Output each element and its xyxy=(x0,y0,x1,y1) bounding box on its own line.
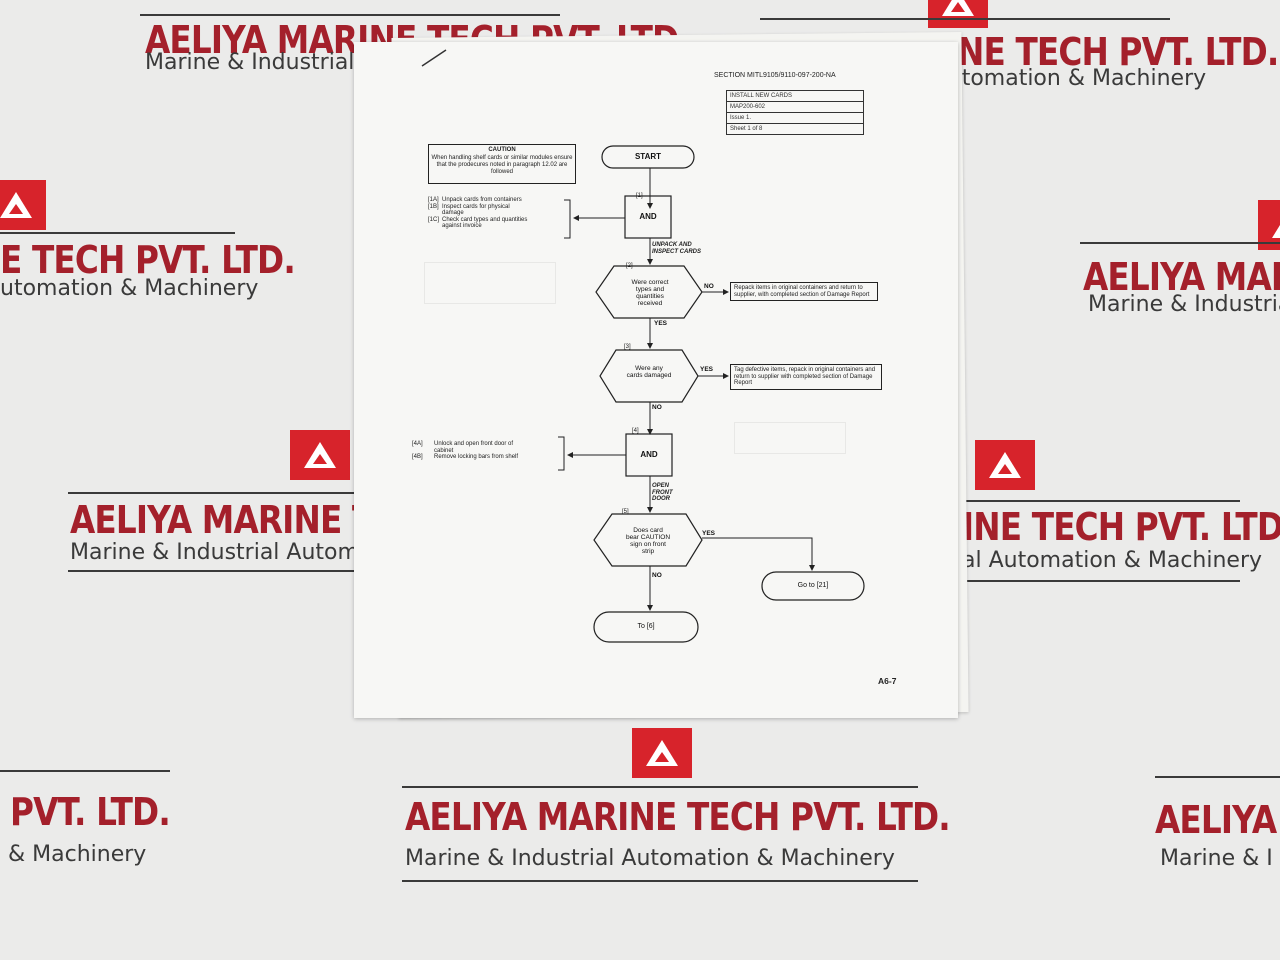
step4-caption: OPEN FRONT DOOR xyxy=(652,483,673,502)
info-row: Sheet 1 of 8 xyxy=(730,126,763,132)
watermark-company: AELIYA MARIN xyxy=(1083,255,1280,299)
watermark-rule xyxy=(0,232,235,234)
watermark-rule xyxy=(1155,776,1280,778)
edge-label-no: NO xyxy=(652,572,662,579)
watermark-rule xyxy=(960,500,1240,502)
action-box-tag: Tag defective items, repack in original … xyxy=(730,364,882,390)
step-number: [4] xyxy=(632,428,639,434)
decision2-text: Were correct types and quantities receiv… xyxy=(631,279,669,307)
watermark-company: PVT. LTD. xyxy=(10,790,171,834)
flowchart-document: SECTION MITL9105/9110-097-200-NA INSTALL… xyxy=(354,42,958,718)
decision-2 xyxy=(595,265,703,319)
action-box-repack: Repack items in original containers and … xyxy=(730,282,878,301)
list-item: damage xyxy=(442,210,464,216)
pen-mark xyxy=(421,49,447,67)
aeliya-logo-icon xyxy=(632,728,692,778)
to-label: To [6] xyxy=(637,623,655,630)
aeliya-logo-icon xyxy=(1258,200,1280,250)
caution-box: CAUTION When handling shelf cards or sim… xyxy=(428,144,576,184)
watermark-tagline: Marine & Industrial A xyxy=(1088,292,1280,317)
edge-label-yes: YES xyxy=(702,530,716,537)
watermark-rule xyxy=(1080,242,1280,244)
caution-text: When handling shelf cards or similar mod… xyxy=(431,155,573,175)
step4-list: [4A]Unlock and open front door of cabine… xyxy=(412,441,518,461)
watermark-rule xyxy=(960,580,1240,582)
watermark-tagline: al Automation & Machinery xyxy=(962,548,1263,573)
watermark-tagline: utomation & Machinery xyxy=(0,276,259,301)
watermark-tagline: & Machinery xyxy=(8,842,147,867)
list-item: [1B]Inspect cards for physical xyxy=(428,203,510,210)
watermark-rule xyxy=(0,770,170,772)
ghost-box xyxy=(424,262,556,304)
decision-5 xyxy=(593,513,703,567)
and-label: AND xyxy=(640,450,658,459)
decision3-text: Were any cards damaged xyxy=(626,365,672,379)
info-row: MAP200-602 xyxy=(727,102,863,113)
and-box-1 xyxy=(624,195,672,239)
and-label: AND xyxy=(639,212,657,221)
list-item: against invoice xyxy=(442,223,482,229)
list-item: [1A]Unpack cards from containers xyxy=(428,197,522,203)
aeliya-logo-icon xyxy=(928,0,988,28)
ghost-box xyxy=(734,422,846,454)
info-row: Issue 1. xyxy=(727,113,863,124)
watermark-rule xyxy=(760,18,1170,20)
page-number: A6-7 xyxy=(878,676,897,686)
info-row: INSTALL NEW CARDS xyxy=(727,91,863,102)
start-label: START xyxy=(634,152,662,161)
watermark-company: AELIYA I xyxy=(1155,798,1280,842)
aeliya-logo-icon xyxy=(975,440,1035,490)
watermark-company: E TECH PVT. LTD. xyxy=(0,238,296,282)
step-number: [2] xyxy=(626,263,633,269)
watermark-company: INE TECH PVT. LTD. xyxy=(962,505,1280,549)
step-number: [1] xyxy=(636,193,643,199)
start-terminator xyxy=(601,145,695,169)
to-terminator xyxy=(593,611,699,643)
aeliya-logo-icon xyxy=(0,180,46,230)
watermark-rule xyxy=(68,492,358,494)
decision5-text: Does card bear CAUTION sign on front str… xyxy=(625,527,671,555)
step1-caption: UNPACK AND INSPECT CARDS xyxy=(652,242,702,255)
watermark-tagline: Marine & Industrial Automa xyxy=(70,540,373,565)
info-box: INSTALL NEW CARDS MAP200-602 Issue 1. Sh… xyxy=(726,90,864,135)
step-number: [3] xyxy=(624,344,631,350)
watermark-tagline: Marine & I xyxy=(1160,846,1273,871)
watermark-rule xyxy=(140,14,560,16)
goto-terminator xyxy=(761,571,865,601)
aeliya-logo-icon xyxy=(290,430,350,480)
list-item: [4B]Remove locking bars from shelf xyxy=(412,454,519,460)
step1-list: [1A]Unpack cards from containers [1B]Ins… xyxy=(428,197,527,230)
list-item: [1C]Check card types and quantities xyxy=(428,216,528,223)
goto-label: Go to [21] xyxy=(797,582,829,589)
watermark-rule xyxy=(402,880,918,882)
edge-label-no: NO xyxy=(704,283,714,290)
watermark-rule xyxy=(68,570,358,572)
step-number: [5] xyxy=(622,509,629,515)
decision-3 xyxy=(599,349,699,403)
list-item: cabinet xyxy=(434,447,454,454)
caution-title: CAUTION xyxy=(488,147,516,153)
section-header: SECTION MITL9105/9110-097-200-NA xyxy=(714,72,836,79)
list-item: [4A]Unlock and open front door of xyxy=(412,441,514,447)
edge-label-yes: YES xyxy=(654,320,668,327)
watermark-company: AELIYA MARINE TECH PVT. LTD. xyxy=(405,795,951,839)
edge-label-yes: YES xyxy=(700,366,714,373)
edge-label-no: NO xyxy=(652,404,662,411)
watermark-rule xyxy=(402,786,918,788)
document-sheet: SECTION MITL9105/9110-097-200-NA INSTALL… xyxy=(354,42,958,718)
watermark-tagline: Marine & Industrial Automation & Machine… xyxy=(405,846,895,871)
flowchart-lines xyxy=(558,145,865,643)
